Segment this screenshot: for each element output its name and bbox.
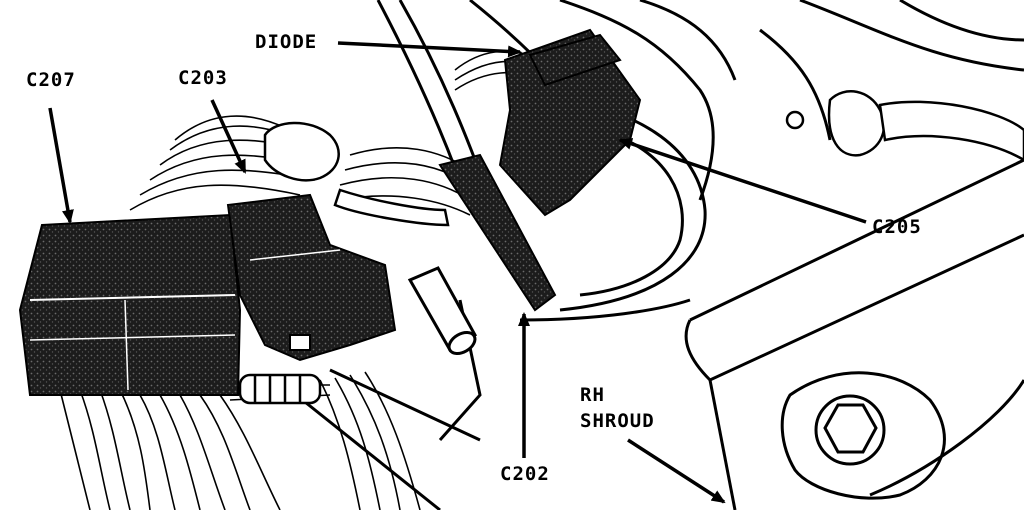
label-diode: DIODE [255, 31, 318, 53]
connector-tube [407, 266, 478, 355]
background-structure [289, 0, 1024, 510]
arrow-c207 [48, 107, 74, 224]
harness-wrap-right [785, 90, 1024, 162]
bolt-icon [814, 394, 886, 466]
connector-c202 [438, 153, 557, 312]
label-c207: C207 [26, 69, 76, 91]
arrow-c203 [210, 99, 247, 174]
connector-c203 [226, 193, 397, 362]
label-c202: C202 [500, 463, 550, 485]
connector-c205 [498, 28, 642, 217]
label-rh: RH [580, 384, 605, 406]
arrow-c205 [618, 138, 867, 224]
connector-c207 [18, 213, 242, 396]
leader-arrows [48, 41, 867, 504]
harness-sleeve [238, 121, 450, 405]
arrow-diode [337, 41, 522, 58]
label-shroud: SHROUD [580, 410, 655, 432]
arrow-rh-shroud [627, 438, 726, 504]
label-c203: C203 [178, 67, 228, 89]
label-c205: C205 [872, 216, 922, 238]
